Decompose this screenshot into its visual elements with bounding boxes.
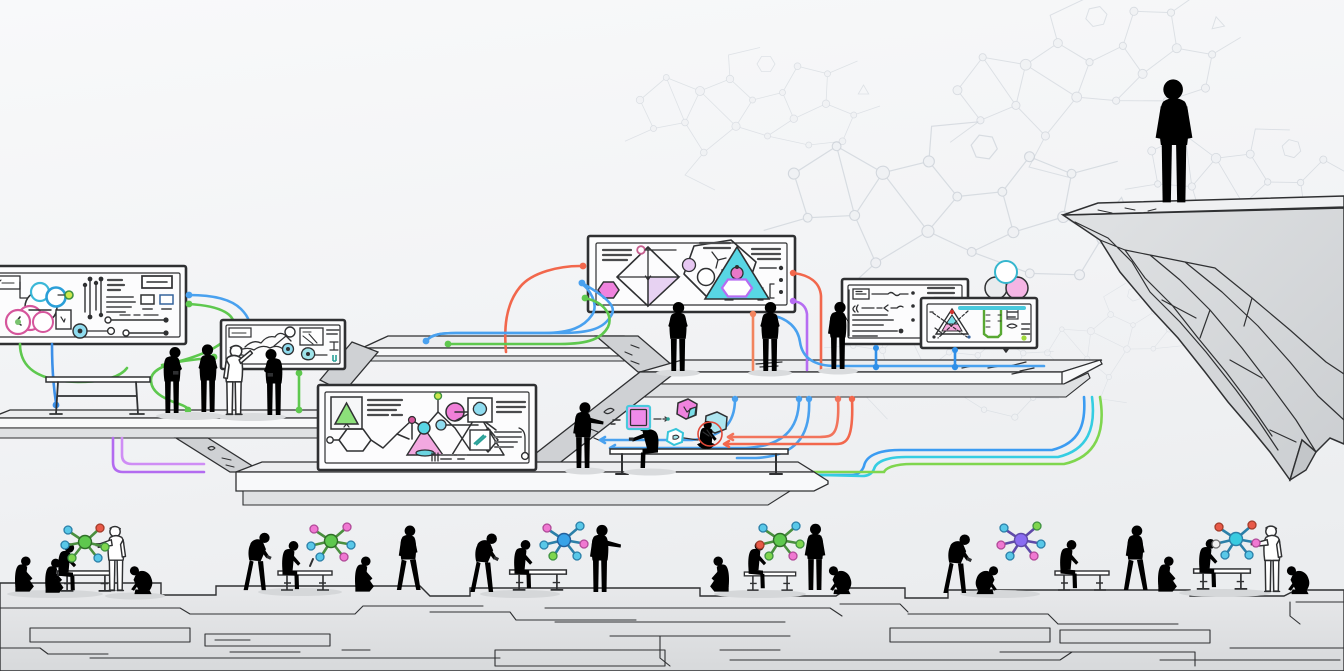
board-1 bbox=[0, 264, 188, 346]
person-pointing-board bbox=[223, 344, 254, 416]
left-platform-people bbox=[156, 344, 286, 421]
board-1-content bbox=[0, 275, 174, 339]
board-2-content bbox=[228, 326, 340, 362]
right-platform bbox=[639, 359, 1103, 398]
board-4-content bbox=[597, 239, 784, 308]
ground-terraces bbox=[0, 601, 1344, 667]
molecule-2 bbox=[306, 522, 356, 562]
board-4 bbox=[586, 234, 797, 314]
lower-platform-people bbox=[565, 402, 789, 476]
molecule-6 bbox=[1211, 520, 1261, 560]
ground-shadows bbox=[7, 588, 1271, 600]
person-pointing-molecule bbox=[95, 525, 127, 592]
board-3-content bbox=[326, 391, 530, 462]
floating-shapes bbox=[610, 398, 728, 449]
molecule-5 bbox=[996, 521, 1046, 561]
cables-board4-right bbox=[749, 269, 1046, 372]
right-platform-people bbox=[656, 301, 858, 377]
board-6 bbox=[919, 296, 1039, 350]
board-3 bbox=[316, 383, 538, 472]
molecule-3 bbox=[539, 521, 589, 561]
board-2 bbox=[219, 318, 347, 371]
molecule-4 bbox=[755, 521, 805, 561]
long-bench bbox=[609, 448, 789, 475]
cliff bbox=[1060, 79, 1344, 482]
left-bench bbox=[45, 376, 151, 415]
ground-group-2 bbox=[242, 532, 333, 591]
cable-purple bbox=[111, 436, 206, 474]
board-stems bbox=[872, 345, 959, 371]
mid-platform bbox=[361, 335, 625, 362]
cables-board4-left bbox=[422, 262, 615, 354]
cliff-top-surface bbox=[1062, 195, 1344, 216]
ground-group-1 bbox=[14, 525, 153, 595]
board-6-content bbox=[929, 306, 1032, 341]
ground-strip bbox=[0, 520, 1344, 671]
balloon-tree bbox=[984, 260, 1029, 353]
molecule-1 bbox=[60, 523, 110, 563]
